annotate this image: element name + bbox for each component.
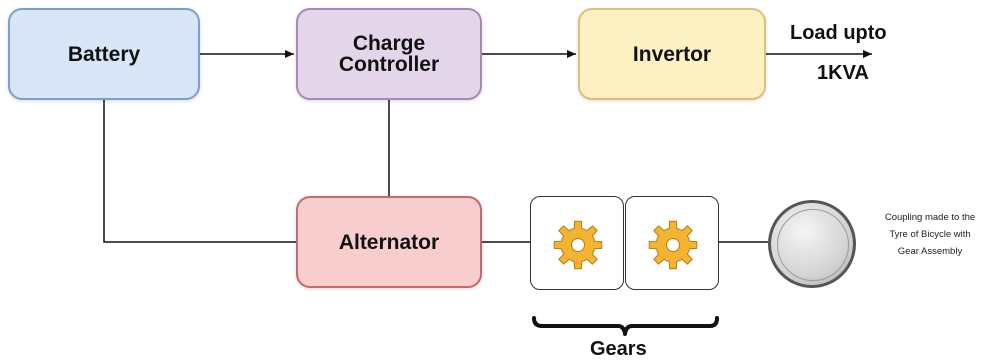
charge-controller-label-line2: Controller: [338, 53, 440, 76]
coupling-note: Coupling made to the Tyre of Bicycle wit…: [868, 209, 992, 260]
coupling-note-line1: Coupling made to the: [884, 212, 976, 223]
coupling-note-line3: Gear Assembly: [897, 246, 963, 257]
wheel-rim: [777, 209, 849, 281]
charge-controller-label-line1: Charge: [352, 32, 426, 55]
wheel-icon: [768, 200, 856, 288]
alternator-label: Alternator: [338, 230, 440, 254]
battery-block: Battery: [8, 8, 200, 100]
gears-brace: [532, 316, 719, 336]
gear-box-1: [530, 196, 624, 290]
battery-label: Battery: [67, 42, 141, 66]
gear-box-2: [625, 196, 719, 290]
line-battery-to-alternator: [103, 100, 296, 243]
load-label-line1: Load upto: [790, 22, 887, 44]
gear-icon: [648, 220, 698, 270]
load-label-line2: 1KVA: [817, 62, 869, 84]
invertor-block: Invertor: [578, 8, 766, 100]
gears-label: Gears: [590, 338, 647, 360]
invertor-label: Invertor: [632, 42, 712, 66]
charge-controller-block: Charge Controller: [296, 8, 482, 100]
coupling-note-line2: Tyre of Bicycle with: [889, 229, 971, 240]
alternator-block: Alternator: [296, 196, 482, 288]
gear-icon: [553, 220, 603, 270]
